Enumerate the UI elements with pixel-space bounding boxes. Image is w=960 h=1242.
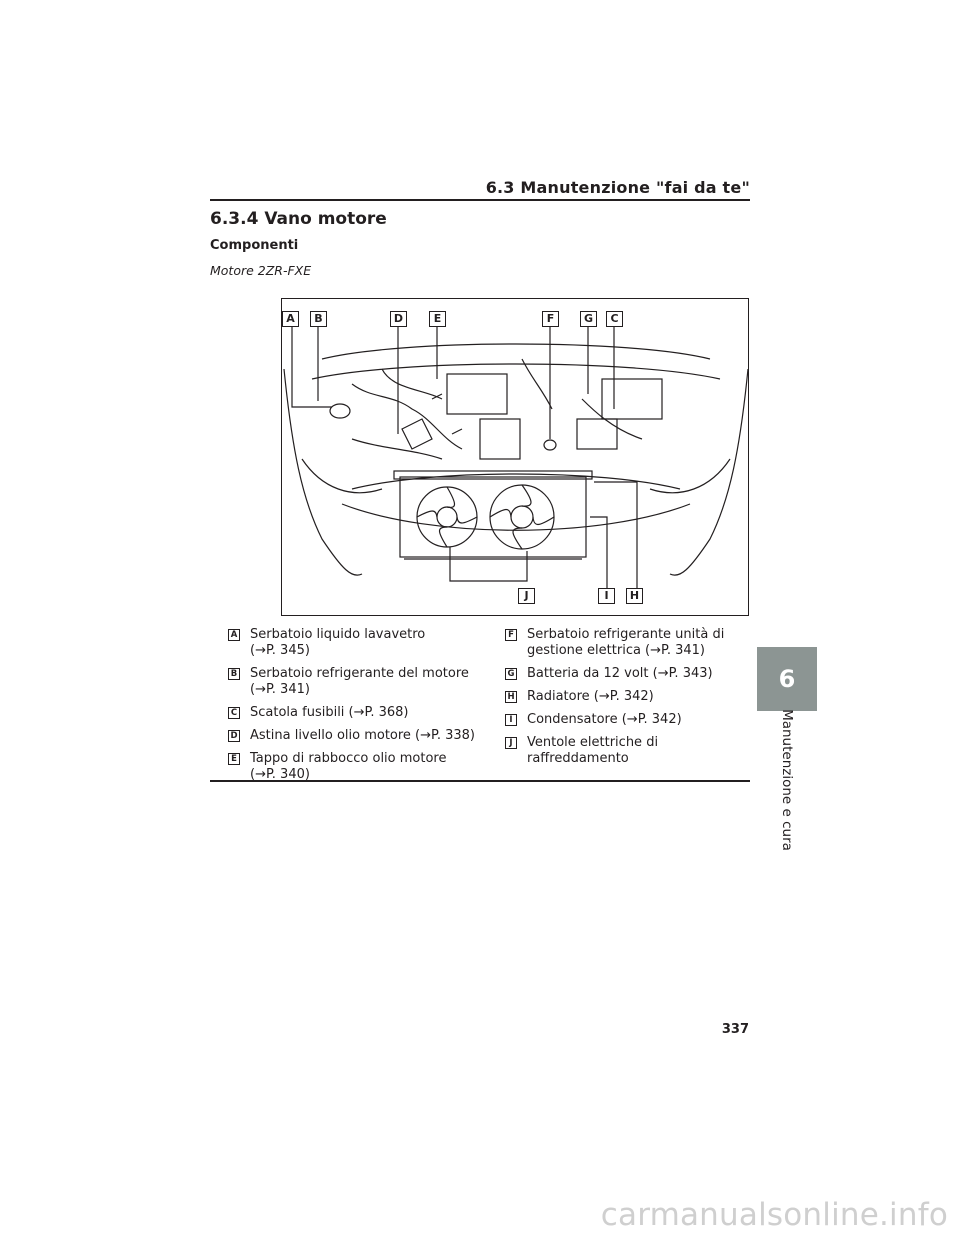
legend-key: D: [228, 730, 240, 742]
engine-bay-illustration: A B D E F G C J I H: [281, 298, 749, 616]
legend-text: Batteria da 12 volt (→P. 343): [527, 666, 713, 681]
legend-item: A Serbatoio liquido lavavetro (→P. 345): [228, 627, 478, 659]
legend-text: Radiatore (→P. 342): [527, 689, 654, 704]
callout-f: F: [542, 311, 559, 327]
chapter-tab: 6: [757, 647, 817, 711]
legend-key: H: [505, 691, 517, 703]
legend-key: I: [505, 714, 517, 726]
legend-item: G Batteria da 12 volt (→P. 343): [505, 666, 755, 682]
legend-ref: (→P. 345): [250, 643, 310, 658]
legend-item: E Tappo di rabbocco olio motore (→P. 340…: [228, 751, 478, 783]
legend-text: Tappo di rabbocco olio motore: [250, 751, 447, 766]
subheading: Componenti: [210, 238, 299, 253]
callout-c: C: [606, 311, 623, 327]
callout-j: J: [518, 588, 535, 604]
legend-item: J Ventole elettriche di raffreddamento: [505, 735, 755, 767]
legend-item: B Serbatoio refrigerante del motore (→P.…: [228, 666, 478, 698]
engine-label: Motore 2ZR-FXE: [210, 263, 312, 278]
legend-text: Serbatoio refrigerante del motore: [250, 666, 469, 681]
legend-item: H Radiatore (→P. 342): [505, 689, 755, 705]
legend-text: Serbatoio liquido lavavetro: [250, 627, 426, 642]
legend-ref: (→P. 340): [250, 767, 310, 782]
legend-text: Condensatore (→P. 342): [527, 712, 682, 727]
legend-item: F Serbatoio refrigerante unità di gestio…: [505, 627, 755, 659]
legend-ref: (→P. 341): [250, 682, 310, 697]
legend-key: A: [228, 629, 240, 641]
legend-text: Scatola fusibili (→P. 368): [250, 705, 409, 720]
page-number: 337: [721, 1022, 749, 1037]
section-title: 6.3.4 Vano motore: [210, 209, 387, 229]
legend-right-column: F Serbatoio refrigerante unità di gestio…: [505, 627, 755, 774]
callout-e: E: [429, 311, 446, 327]
legend-key: F: [505, 629, 517, 641]
header-divider: [210, 199, 750, 201]
running-header: 6.3 Manutenzione "fai da te": [485, 178, 750, 197]
watermark: carmanualsonline.info: [600, 1197, 948, 1233]
legend-item: D Astina livello olio motore (→P. 338): [228, 728, 478, 744]
legend-ref: gestione elettrica (→P. 341): [527, 643, 705, 658]
legend-text: Serbatoio refrigerante unità di: [527, 627, 725, 642]
engine-bay-drawing: [283, 326, 749, 589]
legend-key: C: [228, 707, 240, 719]
callout-i: I: [598, 588, 615, 604]
callout-h: H: [626, 588, 643, 604]
legend-key: B: [228, 668, 240, 680]
legend-text: Ventole elettriche di raffreddamento: [527, 735, 659, 766]
callout-d: D: [390, 311, 407, 327]
callout-a: A: [282, 311, 299, 327]
callout-g: G: [580, 311, 597, 327]
legend-left-column: A Serbatoio liquido lavavetro (→P. 345) …: [228, 627, 478, 790]
legend-item: C Scatola fusibili (→P. 368): [228, 705, 478, 721]
legend-item: I Condensatore (→P. 342): [505, 712, 755, 728]
legend-text: Astina livello olio motore (→P. 338): [250, 728, 475, 743]
legend-key: G: [505, 668, 517, 680]
legend-key: E: [228, 753, 240, 765]
chapter-side-title: Manutenzione e cura: [779, 709, 795, 851]
footer-divider: [210, 780, 750, 782]
legend-key: J: [505, 737, 517, 749]
callout-b: B: [310, 311, 327, 327]
